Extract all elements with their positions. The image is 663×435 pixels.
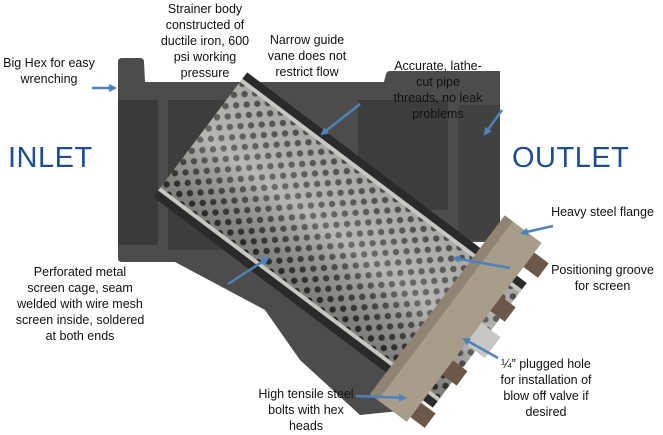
- arrow-threads: [483, 109, 504, 136]
- callout-pipe-threads: Accurate, lathe- cut pipe threads, no le…: [393, 59, 483, 121]
- bolt: [410, 402, 436, 428]
- callout-guide-vane: Narrow guide vane does not restrict flow: [267, 33, 347, 79]
- arrow-flange: [520, 224, 554, 236]
- arrow-screen-cage: [227, 256, 270, 286]
- inlet-chamber: [118, 100, 158, 245]
- callout-bolts: High tensile steel bolts with hex heads: [258, 387, 354, 433]
- inlet-label: INLET: [8, 142, 93, 174]
- arrow-plugged-hole: [462, 337, 499, 360]
- arrow-guide-vane: [320, 103, 361, 136]
- callout-flange: Heavy steel flange: [551, 205, 654, 219]
- screen-cage: [153, 72, 527, 408]
- callout-big-hex: Big Hex for easy wrenching: [3, 56, 95, 86]
- bolt: [490, 296, 516, 322]
- plug: [465, 322, 501, 359]
- outlet-chamber: [458, 105, 500, 240]
- bolt: [523, 252, 549, 278]
- arrow-groove: [452, 255, 511, 270]
- outlet-label: OUTLET: [512, 142, 630, 174]
- arrow-bolts: [355, 393, 407, 402]
- callout-positioning-groove: Positioning groove for screen: [551, 263, 654, 293]
- callout-strainer-body: Strainer body constructed of ductile iro…: [160, 2, 250, 80]
- callout-screen-cage: Perforated metal screen cage, seam welde…: [15, 265, 145, 343]
- callout-plugged-hole: ¼” plugged hole for installation of blow…: [500, 357, 592, 419]
- bolt: [442, 360, 468, 386]
